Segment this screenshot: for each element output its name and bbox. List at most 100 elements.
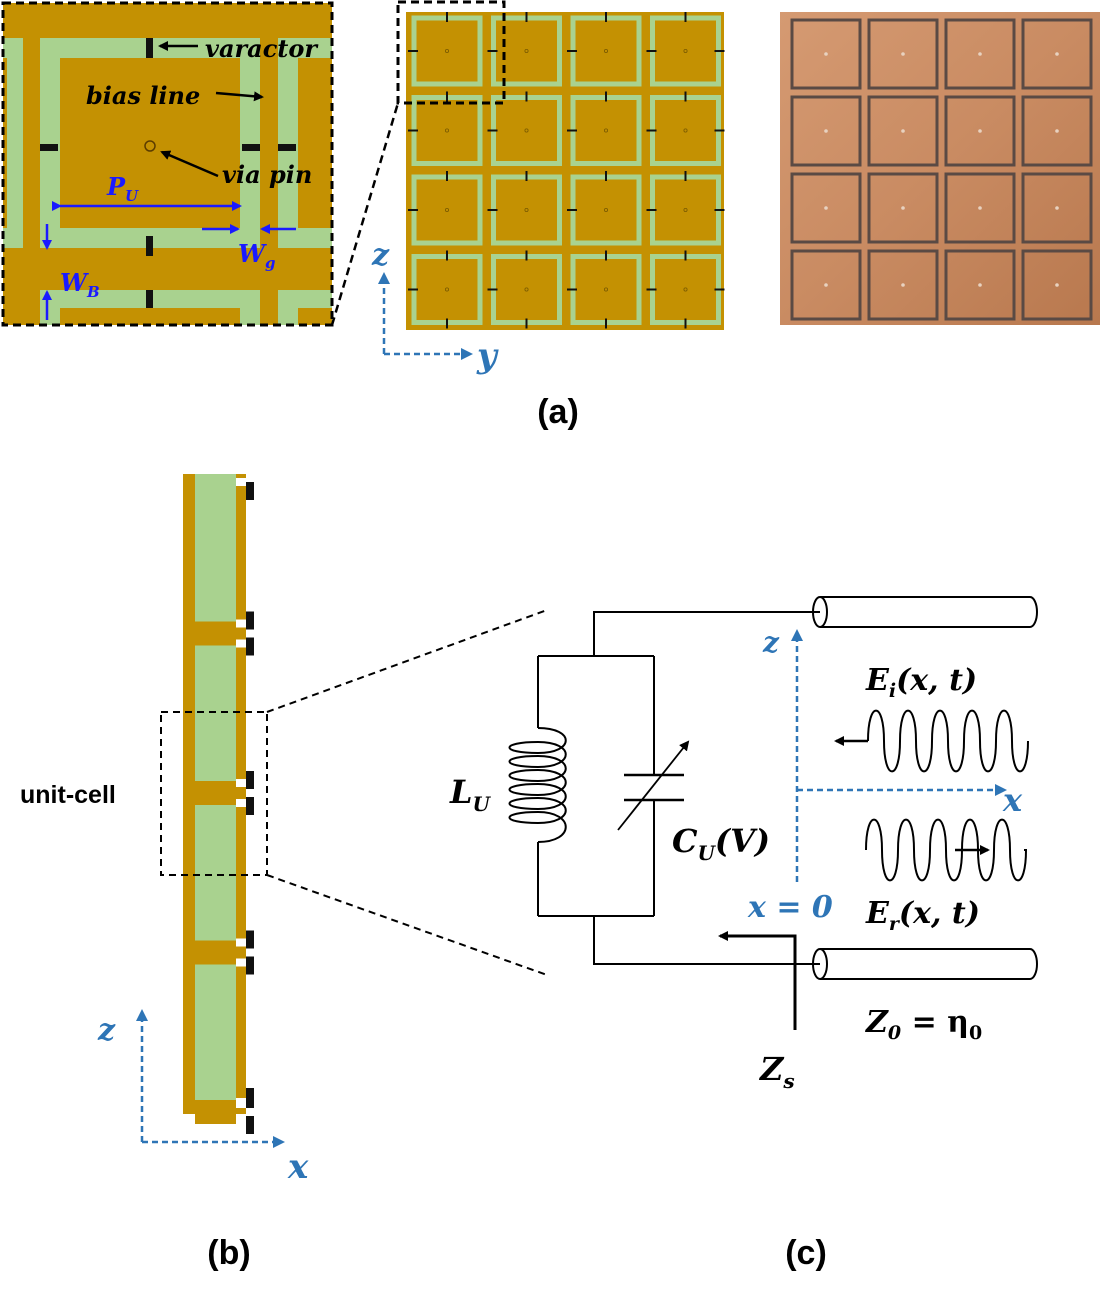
gap-notch [236,639,246,648]
photo-patch [867,95,939,167]
variable-capacitor-icon [617,740,690,831]
zoom-connector-bottom [330,102,400,326]
via-pin-icon [144,140,156,152]
varactor-chip [246,611,254,630]
unit-cell-frame [160,711,268,876]
varactor-chip [246,930,254,949]
gap-notch [236,938,246,947]
circuit-z-label: z [762,626,780,659]
photo-patch [790,172,862,244]
varactor-chip [246,956,254,975]
photo-patch [790,18,862,90]
photo-patch [944,18,1016,90]
bias-line-arrow [215,91,264,102]
ground-plane [183,474,195,1114]
array-via-dot [604,287,609,292]
photo-patch-grid [790,18,1093,321]
circuit-x-label: x [1002,781,1023,819]
caption-c: (c) [785,1234,827,1272]
photo-patch [1021,172,1093,244]
array-via-dot [444,49,449,54]
incident-label: Ei(x, t) [865,663,977,702]
array-via-dot [444,207,449,212]
via-pin-label: via pin [222,160,312,189]
substrate-segment [195,964,236,1100]
varactor-lower [146,290,153,308]
capacitor-label: CU(V) [672,822,770,865]
varactor-top [146,38,153,58]
array-via-dot [683,49,688,54]
pu-label: PU [106,172,139,205]
wb-label: WB [60,268,100,301]
origin-label: x = 0 [747,890,833,925]
array-via-dot [524,128,529,133]
unit-cell-inset [3,3,332,325]
array-via-dot [683,128,688,133]
varactor-neighbor [278,144,296,151]
panel-a: varactor bias line via pin PU Wg WB z y [1,0,1100,431]
reflected-wave-icon [865,818,1028,882]
photo-via [901,52,905,56]
photo-patch [944,95,1016,167]
varactor-label: varactor [205,34,319,63]
wg-label: Wg [238,239,275,272]
photo-patch [867,172,939,244]
array-via-dot [524,287,529,292]
varactor-chip [246,1088,254,1106]
varactor-chip [246,637,254,656]
transmission-line-top [812,596,1038,628]
photo-patch [1021,249,1093,321]
patch-strip [236,952,246,1112]
photo-via [824,129,828,133]
photo-via [1055,283,1059,287]
photo-via [1055,52,1059,56]
array-via-dot [604,128,609,133]
z0-label: Z0 = η0 [865,1005,982,1044]
photo-board [780,12,1100,325]
patch-strip [236,1112,246,1114]
array-via-dot [524,207,529,212]
varactor-chip [246,482,254,500]
substrate-segment [195,805,236,941]
photo-via [824,52,828,56]
varactor-chip [246,797,254,815]
metasurface-array [406,12,725,330]
photo-patch [790,249,862,321]
photo-patch [1021,18,1093,90]
inductor-label: LU [449,773,492,816]
side-view-profile [183,474,254,1134]
circuit-wires [537,611,820,965]
incident-wave-icon [867,709,1029,773]
via-connector [195,1100,236,1124]
array-via-dot [524,49,529,54]
caption-a: (a) [537,393,579,431]
array-via-dot [444,128,449,133]
varactor-right [242,144,260,151]
patch-strip [236,474,246,634]
via-connector [195,621,236,646]
side-z-label: z [97,1013,116,1048]
via-connector [195,940,236,965]
array-via-dot [683,207,688,212]
fabricated-photo [780,12,1100,325]
zoom-connector-upper [266,609,548,713]
array-via-dot [604,49,609,54]
inductor-icon [508,727,567,843]
array-substrate [406,12,724,330]
photo-patch [944,172,1016,244]
bias-line-label: bias line [86,81,200,110]
gap-notch [236,478,246,486]
photo-via [978,129,982,133]
array-y-label: y [476,336,499,376]
photo-patch [867,18,939,90]
via-pin-arrow [160,150,219,178]
photo-via [901,129,905,133]
unit-cell-label: unit-cell [20,781,116,809]
gap-notch [236,799,246,807]
array-z-label: z [371,238,390,273]
via-connector [195,781,236,805]
photo-patch [790,95,862,167]
gap-notch [236,1118,246,1126]
photo-patch [1021,95,1093,167]
